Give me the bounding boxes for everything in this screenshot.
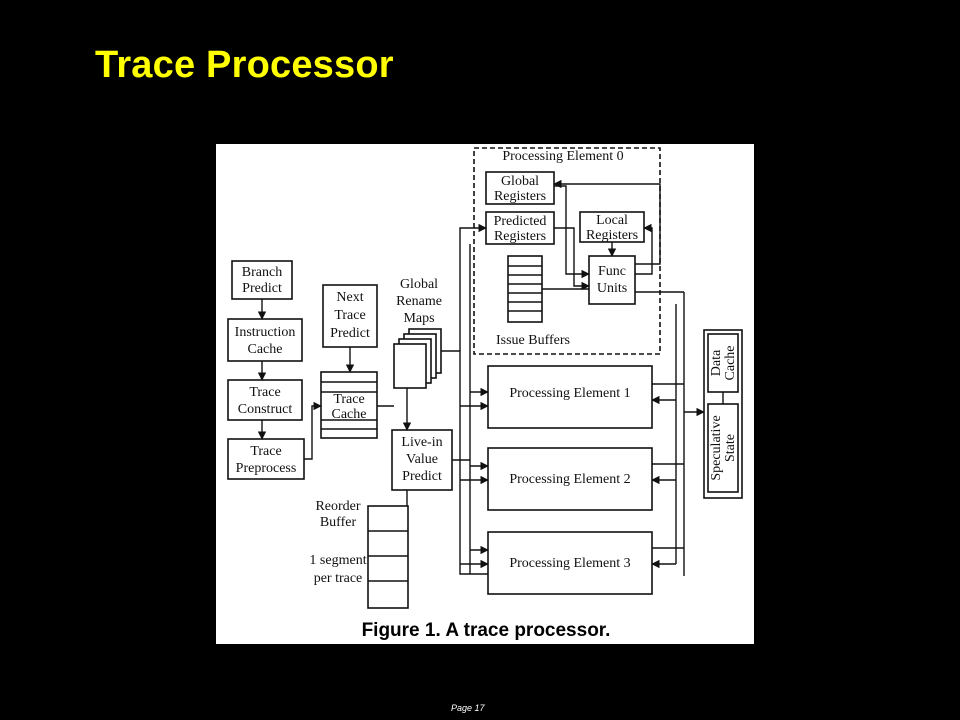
slide-title: Trace Processor [95,44,394,86]
processing-element-1-label: Processing Element 1 [509,386,630,401]
processing-element-2-label: Processing Element 2 [509,472,630,487]
page-number: Page 17 [451,703,485,713]
data-cache-label: DataCache [709,346,738,381]
figure-caption: Figure 1. A trace processor. [362,620,611,641]
reorder-buffer-column [367,505,409,609]
issue-buffers-label: Issue Buffers [496,333,570,348]
speculative-state-label: SpeculativeState [709,415,738,480]
issue-buffers-stack [507,255,543,323]
global-rename-maps-stack [393,328,442,389]
processing-element-3-label: Processing Element 3 [509,556,630,571]
processing-element-0-title: Processing Element 0 [502,149,623,164]
